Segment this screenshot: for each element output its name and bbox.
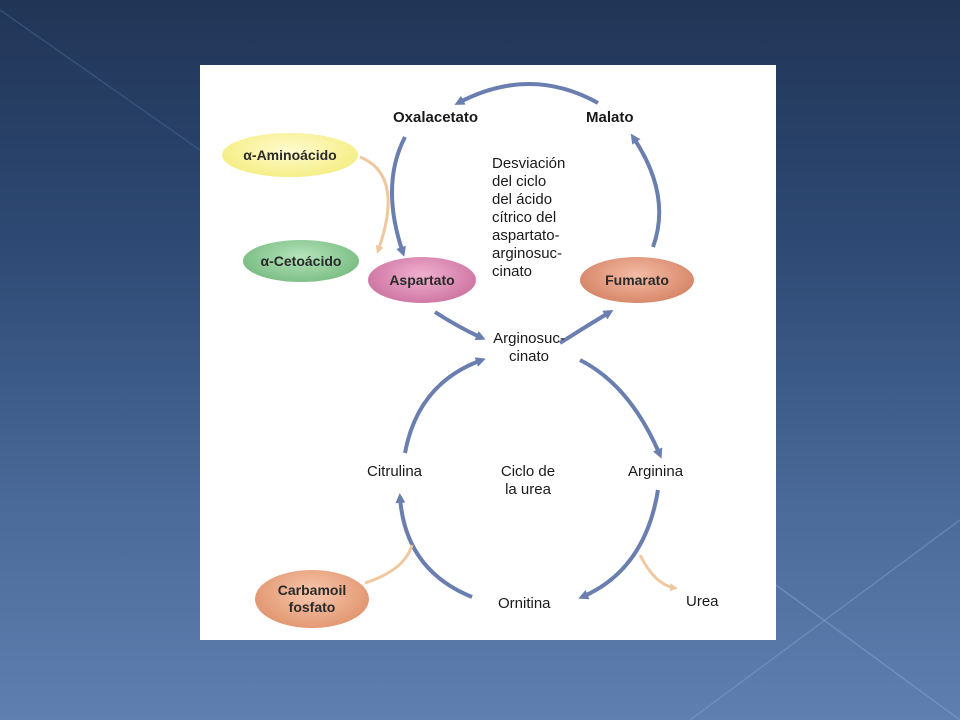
pathway-arrows [359, 82, 678, 600]
node-citrulline: Citrulina [367, 463, 423, 480]
node-argininosuccinate: Arginosuc- cinato [493, 330, 565, 365]
arrow-to-urea [638, 554, 678, 592]
node-oxalacetate: Oxalacetato [393, 109, 479, 126]
node-arginine: Arginina [628, 463, 684, 480]
diagram-panel: Oxalacetato Malato Desviación del ciclo … [200, 65, 776, 640]
arrow-argininosuccinate-to-fumarate [558, 309, 614, 345]
node-keto-acid: α-Cetoácido [243, 240, 359, 282]
node-aspartate: Aspartato [368, 257, 476, 303]
carbamoyl-phosphate-label: Carbamoil fosfato [277, 582, 347, 615]
node-malate: Malato [586, 109, 634, 126]
arrow-aspartate-to-argininosuccinate [433, 310, 486, 341]
aspartate-label: Aspartato [389, 271, 455, 288]
arrow-ornithine-to-citrulline [395, 493, 473, 599]
arrow-oxalacetate-to-aspartate [390, 136, 407, 257]
arrow-aminoacid-to-ketoacid [359, 155, 390, 254]
keto-acid-label: α-Cetoácido [260, 252, 342, 269]
arrow-fumarate-to-malate [630, 133, 662, 248]
node-fumarate: Fumarato [580, 257, 694, 303]
node-urea: Urea [686, 593, 719, 610]
arrow-arginine-to-ornithine [578, 489, 660, 600]
fumarate-label: Fumarato [605, 271, 669, 288]
shunt-caption: Desviación del ciclo del ácido cítrico d… [492, 155, 566, 280]
arrow-citrulline-to-argininosuccinate [403, 357, 486, 454]
urea-cycle-caption: Ciclo de la urea [500, 463, 556, 498]
node-amino-acid: α-Aminoácido [222, 133, 358, 177]
arrow-malate-to-oxalacetate [454, 82, 599, 105]
node-ornithine: Ornitina [498, 595, 551, 612]
arrow-argininosuccinate-to-arginine [579, 358, 663, 459]
arrow-carbamoyl-input [364, 544, 414, 585]
amino-acid-label: α-Aminoácido [243, 146, 337, 163]
node-carbamoyl-phosphate: Carbamoil fosfato [255, 570, 369, 628]
